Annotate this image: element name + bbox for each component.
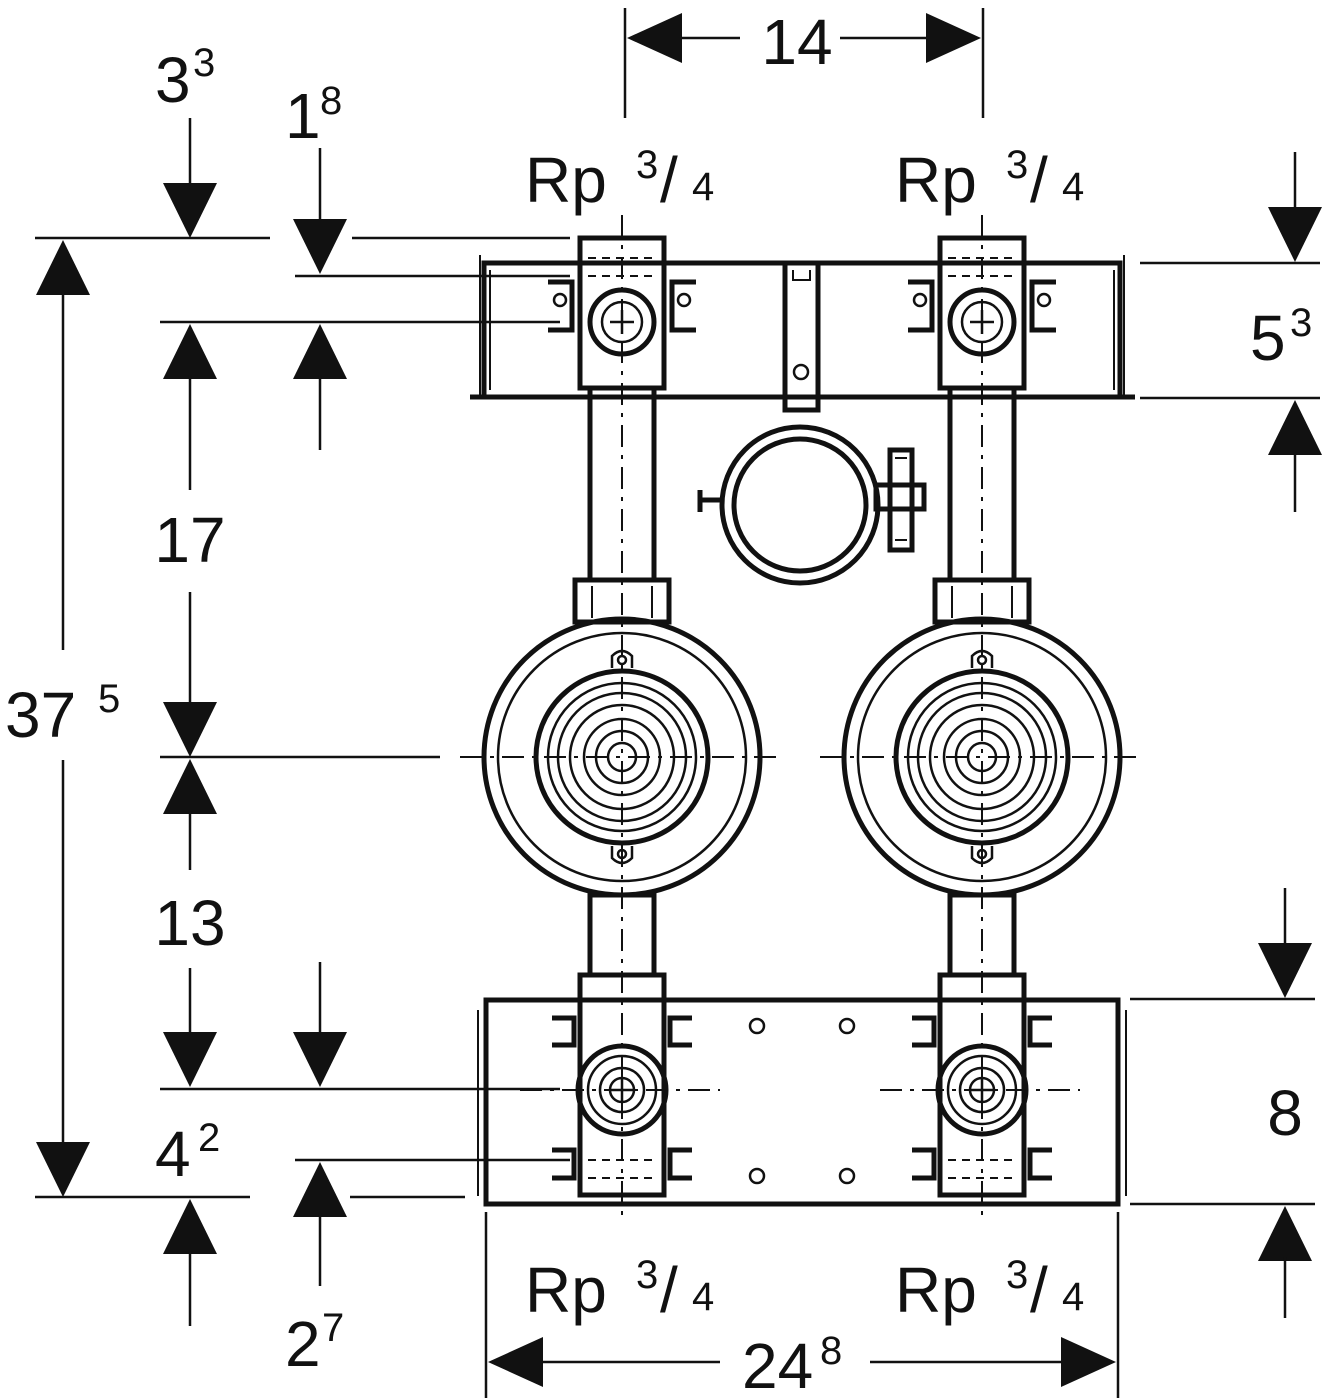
arrow-left-marker	[627, 13, 682, 63]
label-rp-bottom-left: Rp 3 / 4	[525, 1253, 714, 1326]
label-rp-top-left: Rp 3 / 4	[525, 143, 714, 216]
label-rp-top-right: Rp 3 / 4	[895, 143, 1084, 216]
arrow-down-marker	[163, 1032, 217, 1087]
center-lines	[460, 215, 1140, 1215]
svg-text:24: 24	[742, 1330, 813, 1400]
arrow-down-marker	[163, 702, 217, 757]
svg-text:13: 13	[154, 887, 225, 959]
svg-text:3: 3	[636, 143, 658, 187]
dim-left-middle: 13	[154, 759, 226, 1087]
svg-text:4: 4	[155, 1118, 191, 1190]
dim-top-spacing: 14	[623, 6, 985, 118]
arrow-left-marker	[488, 1337, 543, 1387]
bottom-mounting-rail	[477, 997, 1127, 1207]
svg-text:/: /	[1030, 144, 1048, 216]
svg-text:Rp: Rp	[895, 1254, 977, 1326]
dim-top-left-a: 3 3	[35, 41, 270, 240]
arrow-right-marker	[926, 13, 981, 63]
svg-text:4: 4	[692, 165, 714, 209]
right-valve-assembly	[841, 235, 1123, 1198]
arrow-down-marker	[36, 1142, 90, 1197]
svg-text:Rp: Rp	[525, 144, 607, 216]
arrow-up-marker	[163, 324, 217, 379]
dim-bottom-right: 8	[1130, 888, 1315, 1318]
svg-text:8: 8	[320, 79, 342, 123]
arrow-right-marker	[1061, 1337, 1116, 1387]
label-rp-bottom-right: Rp 3 / 4	[895, 1253, 1084, 1326]
svg-text:2: 2	[285, 1308, 321, 1380]
svg-text:4: 4	[1062, 165, 1084, 209]
arrow-down-marker	[163, 183, 217, 238]
svg-text:Rp: Rp	[525, 1254, 607, 1326]
svg-text:1: 1	[285, 80, 321, 152]
dim-bottom-width: 24 8	[484, 1212, 1120, 1400]
svg-text:3: 3	[1006, 143, 1028, 187]
arrow-up-marker	[1268, 400, 1322, 455]
svg-text:3: 3	[1006, 1253, 1028, 1297]
svg-text:3: 3	[155, 44, 191, 116]
arrow-up-marker	[293, 1162, 347, 1217]
arrow-up-marker	[163, 759, 217, 814]
dim-left-upper: 17	[154, 324, 226, 757]
svg-text:3: 3	[1290, 301, 1312, 345]
dim-top-right: 5 3	[1140, 152, 1322, 512]
svg-text:8: 8	[820, 1329, 842, 1373]
dim-top-spacing-label: 14	[761, 6, 832, 78]
pipe-clamp	[697, 424, 927, 586]
dim-bottom-left: 2 7	[285, 1158, 570, 1380]
arrow-up-marker	[1258, 1206, 1312, 1261]
svg-text:17: 17	[154, 504, 225, 576]
svg-text:5: 5	[1250, 302, 1286, 374]
dim-top-left-b: 1 8	[285, 79, 570, 278]
svg-text:7: 7	[322, 1306, 344, 1350]
svg-text:4: 4	[692, 1275, 714, 1319]
svg-text:/: /	[1030, 1254, 1048, 1326]
svg-text:37: 37	[5, 679, 76, 751]
svg-text:/: /	[660, 144, 678, 216]
left-valve-assembly	[481, 235, 763, 1198]
svg-text:4: 4	[1062, 1275, 1084, 1319]
svg-text:5: 5	[98, 677, 120, 721]
svg-text:8: 8	[1267, 1077, 1303, 1149]
arrow-down-marker	[1268, 207, 1322, 262]
svg-text:3: 3	[193, 41, 215, 85]
dim-left-total: 37 5	[5, 240, 465, 1199]
dim-left-lower: 4 2	[155, 1116, 220, 1326]
arrow-down-marker	[293, 219, 347, 274]
svg-text:/: /	[660, 1254, 678, 1326]
arrow-up-marker	[293, 324, 347, 379]
svg-text:3: 3	[636, 1253, 658, 1297]
arrow-up-marker	[163, 1199, 217, 1254]
arrow-down-marker	[293, 1032, 347, 1087]
svg-text:Rp: Rp	[895, 144, 977, 216]
arrow-up-marker	[36, 240, 90, 295]
arrow-down-marker	[1258, 943, 1312, 998]
svg-text:2: 2	[198, 1116, 220, 1160]
top-mounting-rail	[470, 255, 1135, 413]
